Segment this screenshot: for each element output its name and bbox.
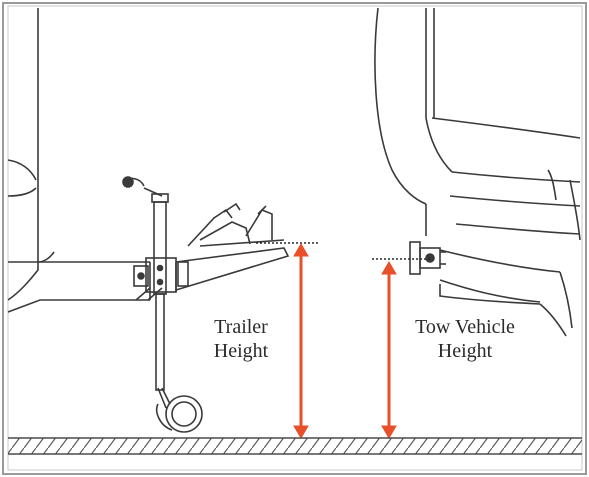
trailer-height-label-line2: Height [213,340,269,362]
tow-vehicle-height-label: Tow Vehicle Height [400,315,530,363]
tow-vehicle-height-label-line1: Tow Vehicle [415,316,515,338]
tow-vehicle-height-arrow [381,261,397,439]
trailer-body [7,8,290,313]
tow-vehicle-height-label-line2: Height [437,340,493,362]
jack-stand [122,176,203,433]
ground-hatch [8,437,582,455]
tow-hitch [409,241,446,275]
tow-vehicle-body [374,7,581,337]
trailer-height-label: Trailer Height [196,315,286,363]
trailer-height-arrow [293,243,309,439]
trailer-height-label-line1: Trailer [214,316,268,338]
